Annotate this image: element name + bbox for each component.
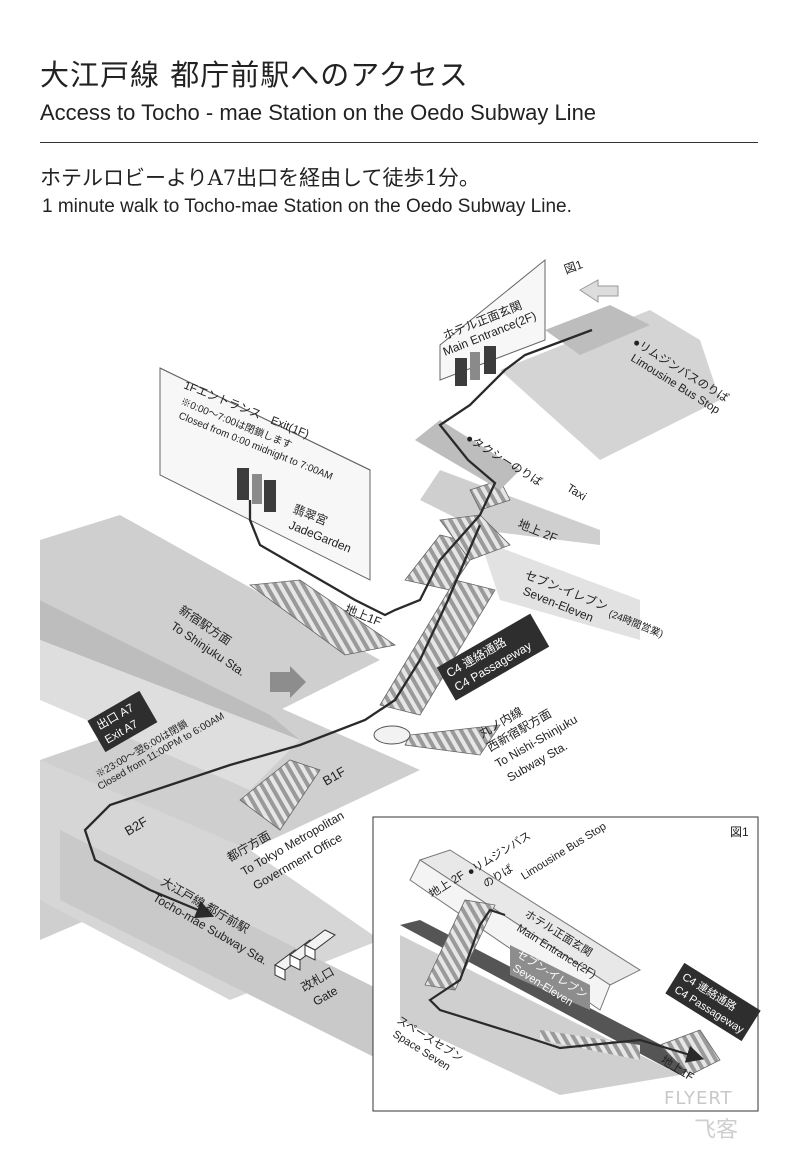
title-divider <box>40 142 758 143</box>
gate-icon <box>274 929 336 981</box>
watermark-flyert: FLYERT <box>664 1088 733 1109</box>
page-title-en: Access to Tocho - mae Station on the Oed… <box>40 100 597 125</box>
arrow-fig1-icon <box>579 279 619 303</box>
ground-planes <box>40 310 720 1060</box>
hotel-building <box>159 258 546 581</box>
stairs <box>239 479 511 831</box>
watermark-feike: 飞客 <box>694 1118 739 1143</box>
fig-label: 図1 <box>562 257 585 277</box>
inset-fig-label: 図1 <box>730 825 749 839</box>
arrow-shinjuku-icon <box>270 666 306 698</box>
inset-route <box>428 908 705 1063</box>
subtitle-ja: ホテルロビーよりA7出口を経由して徒歩1分。 <box>40 166 480 190</box>
corridor <box>415 420 520 490</box>
subtitle-en: 1 minute walk to Tocho-mae Station on th… <box>42 196 572 217</box>
taxi-en: Taxi <box>564 482 588 503</box>
page-title-ja: 大江戸線 都庁前駅へのアクセス <box>40 58 469 92</box>
walking-route <box>83 328 593 915</box>
inset-figure: 図1 ●リムジンバス のりば Limousine Bus Stop 地上 2F … <box>372 816 761 1112</box>
